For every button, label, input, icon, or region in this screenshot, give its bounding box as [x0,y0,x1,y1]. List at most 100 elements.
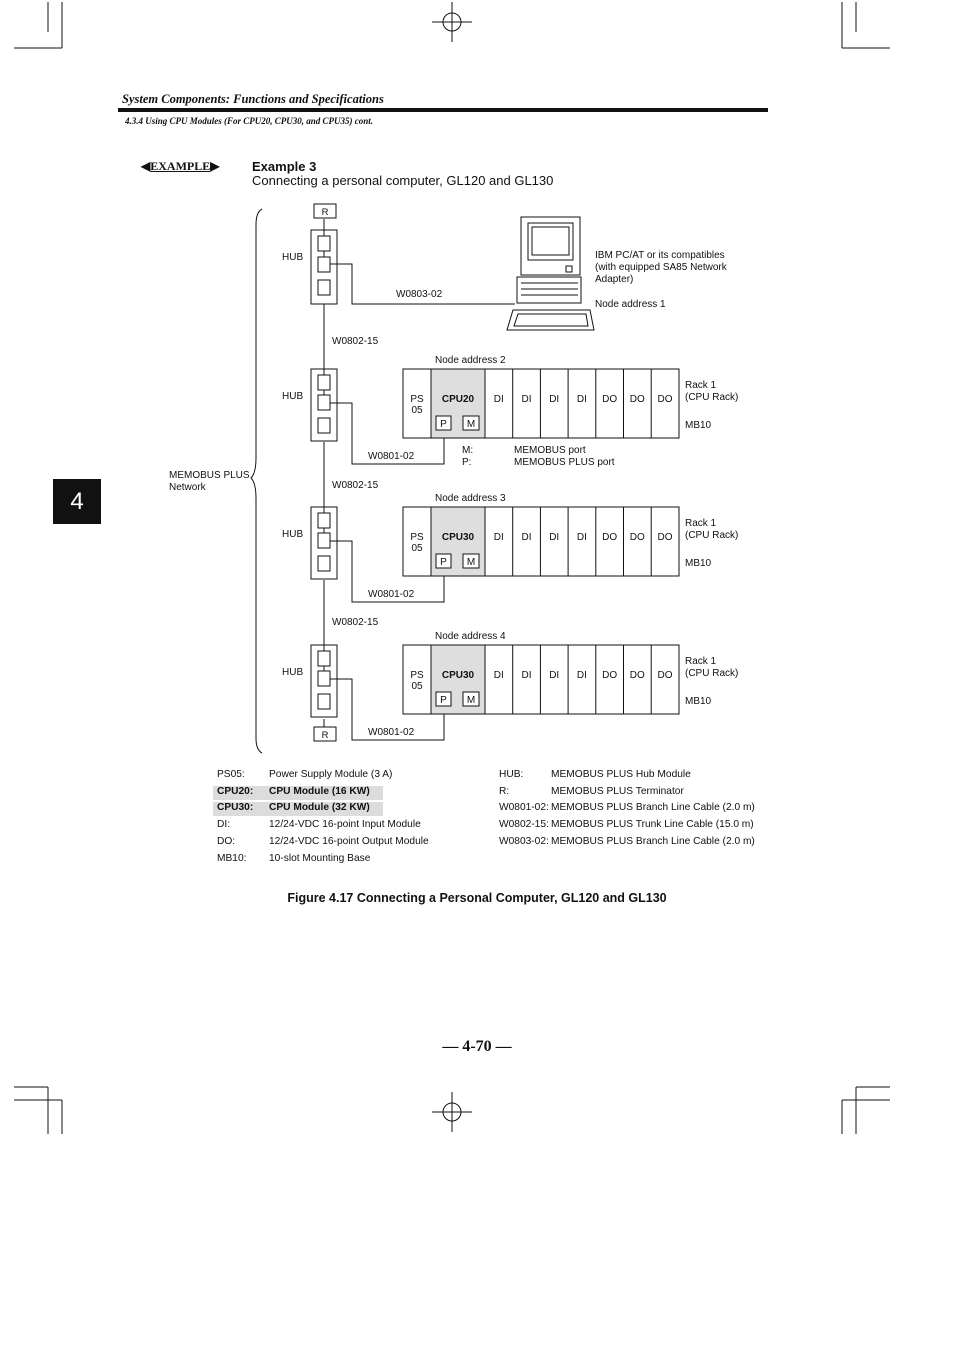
hub-port [317,417,331,434]
mounting-base-label: MB10 [685,696,712,707]
running-title: System Components: Functions and Specifi… [122,92,384,106]
legend-row: CPU20:CPU Module (16 KW) [213,785,383,800]
legend-key: DO: [217,835,236,847]
ps-label: 05 [411,681,423,692]
slot-label: DO [602,532,617,543]
triangle-left-icon: ◀ [141,159,151,173]
port-m [462,691,480,707]
port-legend-m-value: MEMOBUS port [514,445,586,456]
legend-value: MEMOBUS PLUS Trunk Line Cable (15.0 m) [551,819,754,831]
hub-label: HUB [282,391,303,402]
triangle-right-icon: ▶ [210,159,220,173]
ps-label: PS [410,394,424,405]
legend-row: MB10: 10-slot Mounting Base [217,853,487,867]
legend-value: 10-slot Mounting Base [269,852,371,864]
legend-value: CPU Module (32 KW) [269,802,370,814]
slot-label: DI [577,394,587,405]
pc-cable-label: W0803-02 [396,289,443,300]
hub-label: HUB [282,529,303,540]
port-p [435,691,452,707]
ps-label: 05 [411,405,423,416]
legend-value: CPU Module (16 KW) [269,785,370,797]
header-rule [118,108,768,112]
rack-label: Rack 1 [685,518,717,529]
hub-label: HUB [282,667,303,678]
port-m [462,553,480,569]
slot-label: DO [630,670,645,681]
example-subtitle: Connecting a personal computer, GL120 an… [252,173,554,188]
pc-desc-line3: Adapter) [595,274,633,285]
port-m [462,415,480,431]
branch-cable-label: W0801-02 [368,451,415,462]
legend-value: Power Supply Module (3 A) [269,769,393,780]
slot-label: DO [658,532,673,543]
example-badge-label: EXAMPLE [150,159,211,173]
hub-1-label: HUB [282,252,303,263]
legend-row: PS05: Power Supply Module (3 A) [217,769,487,783]
pc-cable [330,263,515,305]
legend-key: W0801-02: [499,802,549,814]
hub-port [317,670,331,687]
ps-label: 05 [411,543,423,554]
legend-key: MB10: [217,852,247,864]
legend-value: MEMOBUS PLUS Branch Line Cable (2.0 m) [551,835,755,847]
port-legend-m-key: M: [462,445,473,456]
legend-row: W0803-02:MEMOBUS PLUS Branch Line Cable … [499,836,769,850]
example-badge: ◀EXAMPLE▶ [141,159,219,174]
port-legend-p-value: MEMOBUS PLUS port [514,457,615,468]
branch-cable-label: W0801-02 [368,727,415,738]
cpu-label: CPU30 [442,670,475,681]
network-label-line2: Network [169,482,207,493]
slot-label: DI [577,670,587,681]
legend-row: DO:12/24-VDC 16-point Output Module [217,836,487,850]
legend-key: HUB: [499,769,524,780]
slot-label: DI [577,532,587,543]
slot-label: DI [522,670,532,681]
rack-label: (CPU Rack) [685,392,738,403]
network-label-line1: MEMOBUS PLUS [169,470,250,481]
subsection-title: 4.3.4 Using CPU Modules (For CPU20, CPU3… [125,116,374,126]
terminator-top [313,203,337,219]
legend-key: DI: [217,819,231,831]
slot-label: DO [630,394,645,405]
rack-label: (CPU Rack) [685,668,738,679]
port-p [435,553,452,569]
node-address-label: Node address 4 [435,631,506,642]
legend-row: W0802-15:MEMOBUS PLUS Trunk Line Cable (… [499,819,769,833]
slot-label: DO [602,670,617,681]
slot-label: DI [522,394,532,405]
pc-desc-line2: (with equipped SA85 Network [595,262,728,273]
legend-key: PS05: [217,769,245,780]
rack-label: (CPU Rack) [685,530,738,541]
port-p-label: P [440,695,447,706]
example-title: Example 3 [252,159,317,174]
slot-label: DO [658,670,673,681]
slot-label: DO [630,532,645,543]
node-address-label: Node address 2 [435,355,506,366]
slot-label: DO [602,394,617,405]
legend-key: W0803-02: [499,835,549,847]
legend-value: 12/24-VDC 16-point Input Module [269,819,421,831]
branch-cable [330,402,445,465]
cpu-label: CPU20 [442,394,475,405]
figure-caption: Figure 4.17 Connecting a Personal Comput… [287,891,667,905]
chapter-tab: 4 [53,479,101,524]
legend-row: R:MEMOBUS PLUS Terminator [499,786,769,800]
slot-label: DI [494,394,504,405]
port-p [435,415,452,431]
port-m-label: M [467,695,475,706]
slot-label: DI [494,532,504,543]
terminator-bottom [313,726,337,742]
legend-value: MEMOBUS PLUS Terminator [551,785,684,797]
legend-row: CPU30:CPU Module (32 KW) [213,802,383,817]
network-brace [250,208,263,754]
port-m-label: M [467,557,475,568]
trunk-cable-label: W0802-15 [332,480,379,491]
legend-row: W0801-02:MEMOBUS PLUS Branch Line Cable … [499,802,769,816]
hub-port [317,394,331,411]
